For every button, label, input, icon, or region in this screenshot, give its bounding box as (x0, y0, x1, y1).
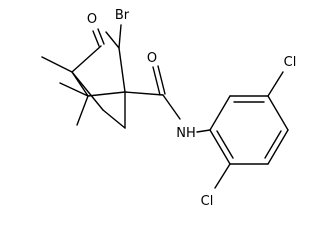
amide-oxygen-label: O (147, 51, 157, 66)
bond-ring-a1-a2 (209, 95, 231, 131)
bonds (41, 24, 289, 189)
bond-c2-c1 (118, 47, 126, 93)
bond-amide-c-n (162, 94, 181, 120)
bond-ring-cl-bottom (214, 163, 231, 189)
bond-c2-c3 (105, 31, 120, 49)
bond-c7-c1 (87, 91, 126, 97)
bond-c3-c4 (71, 45, 102, 73)
bond-ring-inner-3 (216, 130, 234, 159)
bromine-label: Br (115, 8, 130, 23)
bond-ring-inner-2 (264, 130, 282, 159)
chemical-structure: Br O O NH Cl Cl (41, 8, 296, 209)
bond-methyl-gem-1 (59, 82, 89, 97)
bond-n-ring (196, 129, 211, 133)
bond-amide-co-2 (157, 65, 166, 95)
bond-amide-co-1 (152, 66, 161, 96)
chlorine-top-label: Cl (284, 55, 297, 70)
amide-nh-label: NH (176, 126, 196, 141)
bond-c4-c5 (71, 71, 104, 111)
chlorine-bottom-label: Cl (201, 194, 214, 209)
bond-c5-c6 (102, 109, 126, 129)
bond-methyl-gem-2 (76, 95, 89, 126)
bond-c-br (118, 24, 122, 49)
bond-ring-a4-a5 (267, 129, 289, 165)
bond-methyl-bridgehead (41, 56, 73, 73)
bond-ring-a3-a4 (267, 95, 289, 131)
bond-ring-a6-a1 (209, 129, 231, 165)
ketone-oxygen-label: O (87, 12, 97, 27)
bond-c1-amide-c (124, 91, 164, 96)
atom-labels: Br O O NH Cl Cl (87, 8, 296, 209)
bond-ketone-1 (92, 30, 100, 47)
bond-ring-cl-top (267, 71, 284, 97)
bond-ketone-2 (97, 28, 105, 45)
